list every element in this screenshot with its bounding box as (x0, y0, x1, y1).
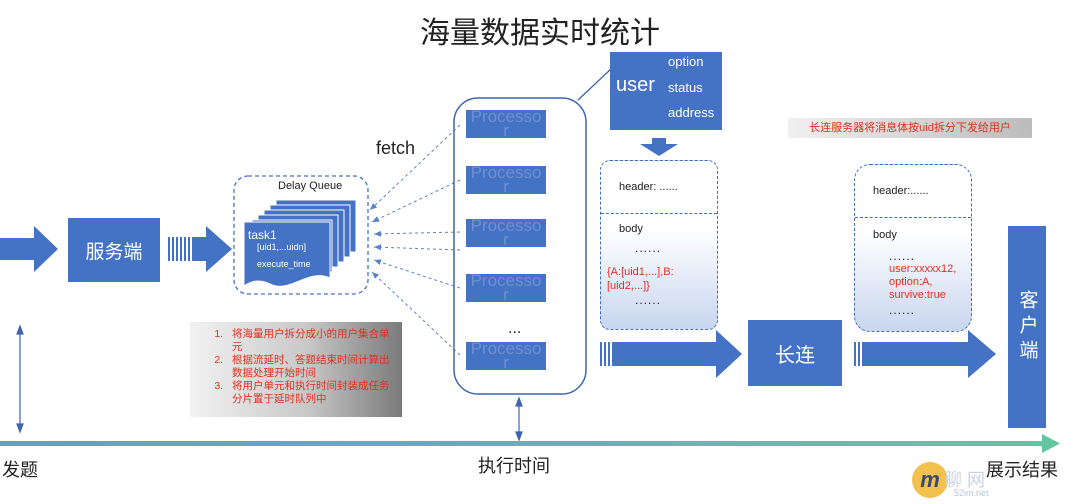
user-box: user option status address (610, 52, 722, 130)
user-down-arrow (640, 138, 678, 156)
task-execute-time: execute_time (257, 259, 311, 269)
panel2-dots-bottom: ...... (889, 303, 916, 317)
user-field-status: status (668, 80, 703, 95)
task-uids: [uid1,...uidn] (257, 242, 307, 252)
exec-time-marker (515, 396, 523, 442)
diagram-title: 海量数据实时统计 (420, 17, 660, 50)
user-field-address: address (668, 105, 715, 120)
timeline-start-label: 发题 (2, 460, 38, 480)
process-notes: 将海量用户拆分成小的用户集合单元 根据流延时、答题结束时间计算出数据处理开始时间… (190, 322, 402, 417)
start-time-marker (16, 324, 24, 434)
fetch-arrows (369, 124, 461, 356)
delay-queue-container (233, 175, 369, 295)
panel2-dots-top: ...... (889, 249, 916, 263)
message-panel: header: ...... body ...... {A:[uid1,...]… (600, 160, 718, 330)
note-1: 将海量用户拆分成小的用户集合单元 (226, 328, 396, 354)
note-2: 根据流延时、答题结束时间计算出数据处理开始时间 (226, 354, 396, 380)
queue-task-stack (243, 199, 357, 287)
watermark-text: 聊 网 (944, 470, 986, 490)
server-to-queue-arrow (168, 226, 232, 272)
panel2-line-3: survive:true (889, 289, 946, 301)
panel2-line-1: user:xxxxx12, (889, 263, 957, 275)
user-field-option: option (668, 54, 704, 69)
timeline-end-label: 展示结果 (986, 460, 1058, 480)
panel1-body: body (619, 223, 643, 235)
panel1-data: {A:[uid1,...],B:[uid2,...]} (607, 266, 674, 292)
processor-ellipsis: ... (508, 320, 522, 337)
panel1-dots-bottom: ...... (635, 293, 662, 307)
panel1-header: header: ...... (619, 181, 678, 193)
long-connection-box: 长连 (748, 320, 842, 386)
panel2-line-2: option:A, (889, 276, 933, 288)
watermark-site: 52im.net (954, 488, 989, 498)
panel2-header: header:...... (873, 185, 929, 197)
note-3: 将用户单元和执行时间封装成任务分片置于延时队列中 (226, 380, 396, 406)
panel1-dots-top: ...... (635, 241, 662, 255)
watermark-logo-icon: m (912, 462, 948, 498)
panel2-body: body (873, 229, 897, 241)
user-label: user (616, 74, 655, 96)
input-arrow (0, 226, 58, 272)
delay-queue-label: Delay Queue (278, 180, 343, 192)
timeline-middle-label: 执行时间 (478, 456, 550, 476)
task-name: task1 (248, 228, 277, 242)
server-box: 服务端 (68, 218, 160, 282)
user-message-panel: header:...... body ...... user:xxxxx12, … (854, 164, 972, 332)
panel-to-longconn-arrow (600, 330, 742, 378)
longconn-to-client-arrow (854, 330, 996, 378)
client-label: 客户端 (1016, 289, 1038, 365)
client-box: 客户端 (1008, 226, 1046, 428)
long-connection-note: 长连服务器将消息体按uid拆分下发给用户 (788, 118, 1032, 138)
timeline-arrow (0, 434, 1060, 453)
fetch-label: fetch (376, 138, 416, 158)
processor-group-container (453, 97, 587, 395)
